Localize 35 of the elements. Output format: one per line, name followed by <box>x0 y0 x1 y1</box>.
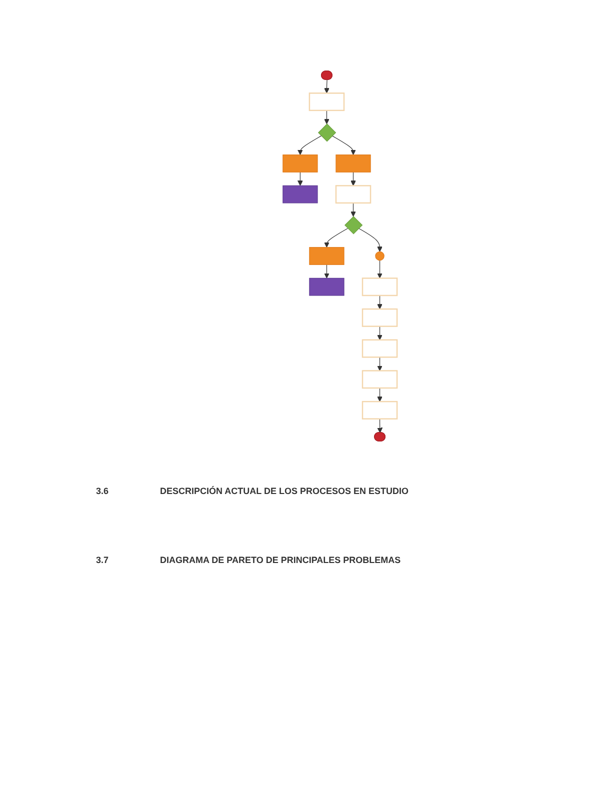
section-number: 3.7 <box>96 555 109 565</box>
arrow <box>298 172 303 186</box>
node-box <box>362 278 398 296</box>
arrow <box>324 80 330 94</box>
arrow <box>324 110 330 124</box>
section-heading: DIAGRAMA DE PARETO DE PRINCIPALES PROBLEMAS <box>160 555 401 565</box>
arrow <box>298 136 322 156</box>
node-box <box>336 154 371 172</box>
node-box <box>309 278 344 296</box>
arrow <box>350 172 356 186</box>
node-diamond <box>344 216 363 234</box>
node-box <box>362 339 398 358</box>
node-box <box>362 400 398 420</box>
node-box <box>309 247 344 265</box>
arrow <box>377 418 383 433</box>
node-box <box>308 92 345 112</box>
node-box <box>362 370 398 389</box>
section-heading: DESCRIPCIÓN ACTUAL DE LOS PROCESOS EN ESTUDIO <box>160 486 409 496</box>
section-number: 3.6 <box>96 486 109 496</box>
arrow <box>377 388 382 402</box>
arrow <box>377 295 382 310</box>
node-box <box>335 185 372 204</box>
arrow <box>350 202 356 217</box>
node-box <box>282 185 318 204</box>
node-box <box>282 154 318 172</box>
arrow <box>332 136 356 156</box>
arrow <box>377 326 382 340</box>
arrow <box>324 228 348 248</box>
node-circle <box>375 251 384 261</box>
arrow <box>358 228 382 252</box>
arrow <box>324 264 330 278</box>
node-box <box>362 308 398 327</box>
arrow <box>377 260 382 278</box>
arrow <box>377 356 382 371</box>
node-diamond <box>318 124 336 142</box>
